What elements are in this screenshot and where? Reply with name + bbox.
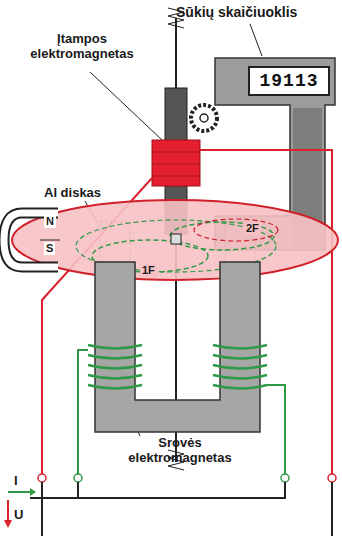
aluminium-disk xyxy=(12,200,338,280)
part-label: Al diskas xyxy=(44,186,101,201)
pole-split xyxy=(40,240,60,241)
part-label: I xyxy=(14,474,18,489)
mains-line xyxy=(331,482,333,536)
disk-hub xyxy=(171,234,181,244)
part-label: 1F xyxy=(140,264,157,277)
leader-line xyxy=(250,24,262,56)
part-label: Srovės elektromagnetas xyxy=(120,436,240,466)
eddy-current xyxy=(194,219,278,241)
gear-wheel xyxy=(191,105,217,131)
part-label: Sūkių skaičiuoklis xyxy=(176,4,297,20)
current-coil xyxy=(88,345,267,389)
mains-line xyxy=(77,482,79,498)
gear-hub xyxy=(200,114,208,122)
part-label: U xyxy=(14,508,23,523)
terminal xyxy=(38,474,46,482)
current-arrow xyxy=(8,491,30,493)
terminal xyxy=(328,474,336,482)
current-core xyxy=(95,262,260,432)
part-label: S xyxy=(44,242,55,255)
current-wire xyxy=(267,385,285,474)
coil-winding xyxy=(152,176,200,177)
voltage-coil xyxy=(152,140,200,186)
leader-line xyxy=(90,72,162,140)
eddy-current xyxy=(170,222,274,250)
counter-digits: 19113 xyxy=(259,71,318,91)
terminal xyxy=(281,474,289,482)
current-wire xyxy=(78,350,88,474)
coil-winding xyxy=(152,152,200,153)
current-arrowhead xyxy=(30,488,36,496)
mains-line xyxy=(30,482,285,498)
part-label: N xyxy=(44,215,56,228)
coil-winding xyxy=(152,164,200,165)
part-label: Įtampos elektromagnetas xyxy=(18,32,146,62)
voltage-arrow xyxy=(7,500,9,522)
mains-line xyxy=(41,482,43,536)
voltage-arrowhead xyxy=(4,520,12,528)
part-label: 2F xyxy=(244,222,261,235)
terminal xyxy=(74,474,82,482)
counter-window: 19113 xyxy=(248,66,330,96)
